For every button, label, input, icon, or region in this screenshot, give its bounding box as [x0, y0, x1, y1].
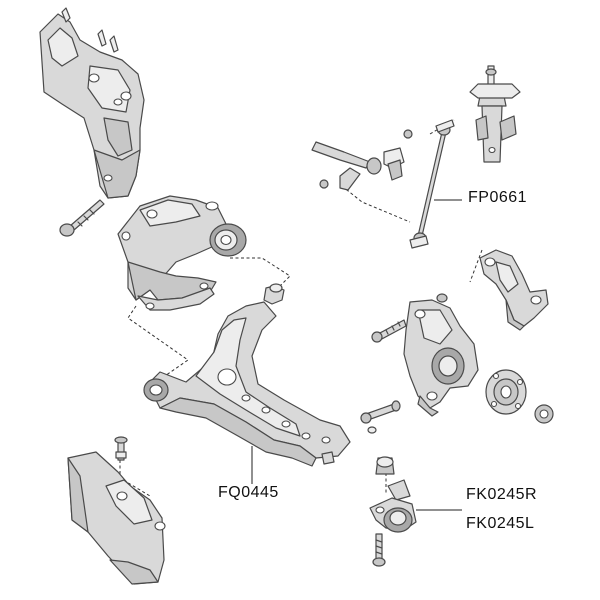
- strut: [469, 65, 521, 163]
- stabilizer-link: [409, 119, 455, 249]
- control-arm-part-number: FQ0445: [218, 484, 279, 501]
- subframe-bolt: [59, 199, 105, 237]
- hub-carrier-small-nut: [436, 293, 448, 303]
- ball-joint: [369, 456, 417, 533]
- mounting-bracket: [117, 195, 247, 311]
- ball-joint-bolt: [372, 533, 386, 567]
- hub-carrier: [403, 299, 479, 417]
- lower-bracket: [67, 451, 166, 585]
- stabilizer-link-part-number: FP0661: [468, 189, 528, 206]
- subframe-bracket: [39, 7, 145, 199]
- steering-knuckle: [479, 249, 549, 331]
- ball-joint-right-part-number: FK0245R: [466, 486, 538, 503]
- link-bolt-small: [360, 400, 401, 434]
- lower-control-arm: [143, 283, 351, 467]
- ball-joint-left-part-number: FK0245L: [466, 515, 535, 532]
- wheel-hub: [485, 369, 554, 424]
- stabilizer-bar: [311, 129, 413, 191]
- callout-leaders: [251, 199, 462, 511]
- lower-bracket-bolt: [114, 436, 128, 461]
- hub-carrier-bolt: [371, 319, 407, 343]
